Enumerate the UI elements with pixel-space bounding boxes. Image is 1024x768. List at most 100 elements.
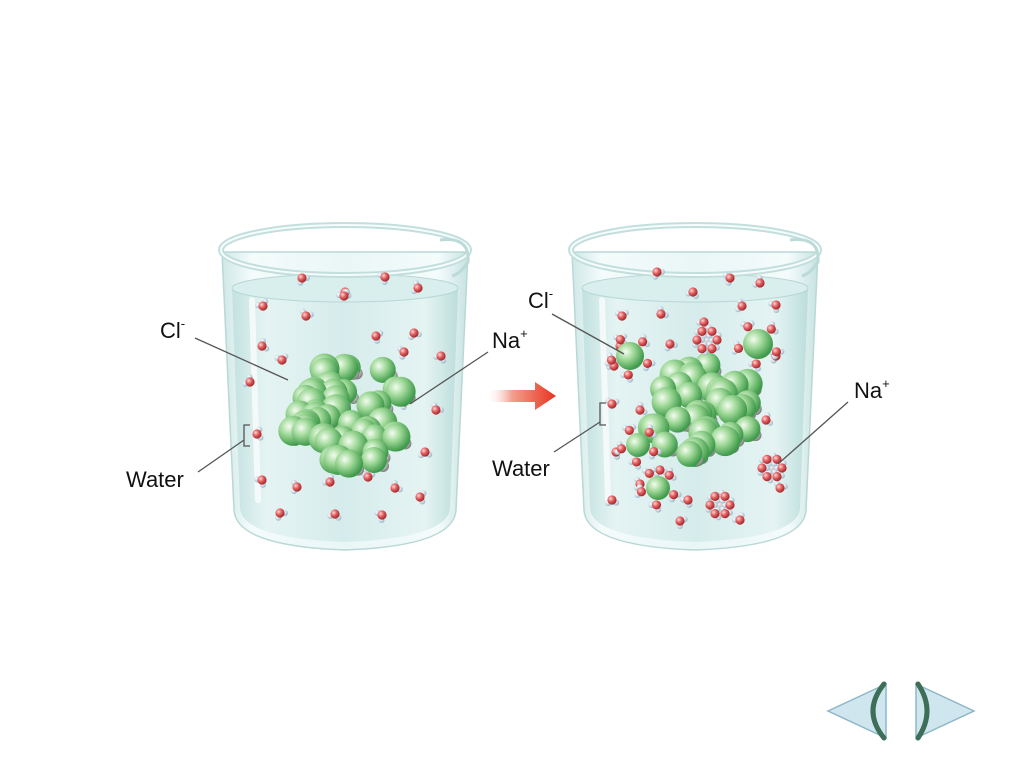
water-molecule [635,402,648,416]
chloride-ion [335,449,364,478]
oxygen-atom [399,347,409,357]
previous-button[interactable] [826,681,887,741]
right-water-leader [553,421,601,453]
chloride-ion [717,395,748,426]
oxygen-atom [631,457,642,467]
oxygen-atom [431,405,441,415]
water-molecule [644,424,657,438]
water-molecule [771,469,785,482]
oxygen-atom [644,468,654,478]
oxygen-atom [751,359,761,369]
water-molecule [719,506,733,519]
water-molecule [605,495,620,507]
oxygen-atom [710,509,720,519]
oxygen-atom [775,483,785,493]
oxygen-atom [755,278,765,288]
water-molecule [680,495,693,508]
oxygen-atom [616,444,627,454]
chloride-ion [616,342,644,370]
oxygen-atom [707,344,717,354]
oxygen-atom [771,300,781,310]
water-molecule [431,402,444,415]
right-cl-leader [551,313,625,355]
chloride-ion [710,426,741,457]
water-molecule [397,345,409,360]
water-molecule [257,338,270,352]
left-beaker-spout [439,237,470,278]
chloride-ion [382,423,411,452]
chloride-ion [743,329,773,359]
water-molecule [408,328,422,341]
oxygen-atom [697,344,707,354]
oxygen-atom [436,351,446,361]
water-molecule [768,300,781,313]
oxygen-atom [692,335,702,345]
oxygen-atom [330,509,340,519]
oxygen-atom [664,470,674,480]
right-beaker-spout [789,237,820,278]
water-molecule [291,479,302,495]
previous-arrow-icon [826,681,887,741]
next-button[interactable] [915,681,976,741]
water-molecule [648,500,662,513]
water-molecule [614,309,629,321]
water-molecule [418,447,433,459]
oxygen-atom [757,463,767,473]
oxygen-atom [683,495,693,505]
chloride-ion [646,476,670,500]
water-molecule [722,272,735,286]
oxygen-atom [409,328,419,338]
water-molecule [766,321,779,335]
oxygen-atom [761,415,771,425]
oxygen-atom [415,492,425,502]
oxygen-atom [292,482,302,492]
oxygen-atom [733,343,744,353]
oxygen-atom [735,515,745,525]
oxygen-atom [771,347,782,357]
oxygen-atom [390,483,400,493]
water-molecule [774,480,788,493]
water-molecule [732,512,745,525]
oxygen-atom [252,429,262,439]
right-na-label: Na+ [854,375,890,403]
water-molecule [377,272,390,285]
water-molecule [275,508,288,521]
water-molecule [605,397,620,409]
oxygen-atom [669,490,679,500]
water-molecule [252,426,264,441]
oxygen-atom [413,283,423,293]
oxygen-atom [615,335,625,345]
water-molecule [731,340,744,355]
water-molecule [718,489,730,504]
oxygen-atom [420,447,430,457]
oxygen-atom [777,463,787,473]
oxygen-atom [675,516,685,526]
oxygen-atom [720,509,730,519]
right-water-label: Water [492,456,550,481]
water-molecule [255,298,269,311]
oxygen-atom [377,510,387,520]
left-water-bracket [243,424,250,447]
water-molecule [620,370,634,383]
water-molecule [322,474,335,487]
water-molecule [705,500,718,513]
oxygen-atom [655,465,665,475]
water-molecule [757,463,770,476]
water-molecule [634,484,647,498]
water-molecule [390,480,403,493]
oxygen-atom [762,454,772,464]
next-arrow-icon [915,681,976,741]
chloride-ion [360,447,387,474]
right-cl-label: Cl- [528,285,554,313]
water-molecule [696,317,710,330]
oxygen-atom [635,405,645,415]
water-molecule [642,358,656,372]
oxygen-atom [725,500,735,510]
water-molecule [774,460,787,473]
water-molecule [297,273,310,286]
oxygen-atom [623,370,633,380]
water-molecule [735,298,747,313]
oxygen-atom [772,472,782,482]
left-salt-crystal [278,353,416,478]
